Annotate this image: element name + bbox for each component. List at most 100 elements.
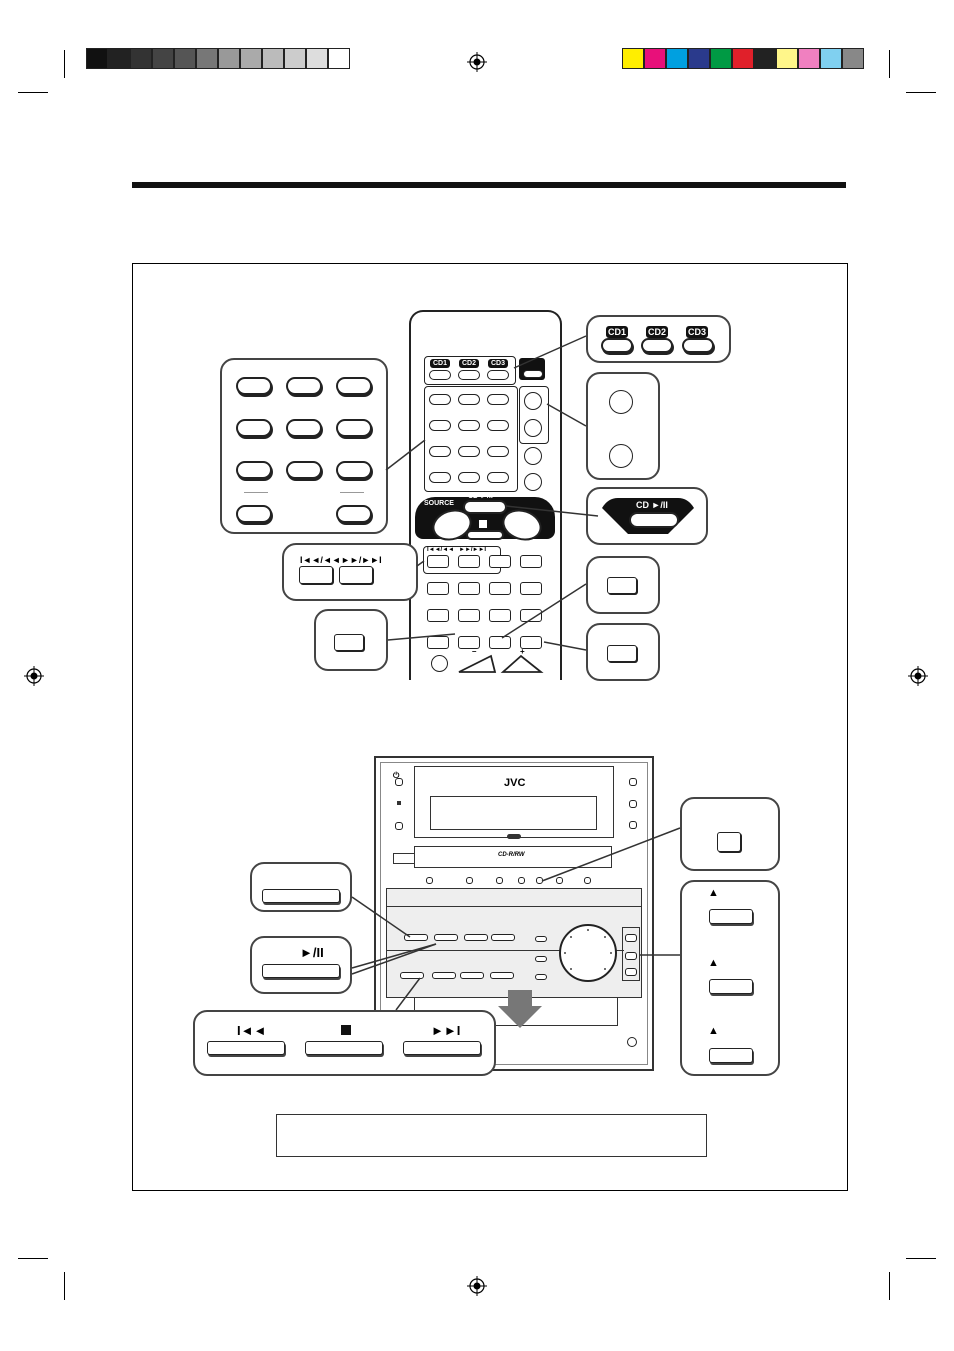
crop-mark	[906, 92, 936, 93]
remote-function-button[interactable]	[520, 555, 542, 568]
remote-function-button[interactable]	[427, 636, 449, 649]
registration-mark-icon	[467, 52, 487, 72]
remote-cd1-button[interactable]	[429, 370, 451, 380]
remote-number-button[interactable]	[487, 420, 509, 431]
round-button-top[interactable]	[609, 390, 633, 414]
remote-cd3-button[interactable]	[487, 370, 509, 380]
remote-function-button[interactable]	[458, 582, 480, 595]
remote-number-button[interactable]	[429, 446, 451, 457]
unit-key-button-1[interactable]	[262, 889, 340, 903]
callout-number-button[interactable]	[336, 377, 372, 395]
skip-fwd-button[interactable]	[339, 566, 373, 584]
unit-small-button[interactable]	[518, 877, 525, 884]
remote-function-button[interactable]	[520, 609, 542, 622]
skip-fwd-key[interactable]	[403, 1041, 481, 1055]
eject-key-2[interactable]	[709, 979, 753, 994]
remote-function-button[interactable]	[427, 582, 449, 595]
remote-function-button[interactable]	[458, 555, 480, 568]
panel-button-lower[interactable]	[400, 972, 424, 979]
remote-function-button[interactable]	[520, 582, 542, 595]
remote-standby-button[interactable]	[523, 370, 543, 378]
unit-right-button-3[interactable]	[629, 821, 637, 829]
remote-cd2-button[interactable]	[458, 370, 480, 380]
remote-function-button[interactable]	[489, 582, 511, 595]
unit-left-button[interactable]	[395, 822, 403, 830]
panel-button-lower[interactable]	[432, 972, 456, 979]
remote-function-button[interactable]	[489, 636, 511, 649]
remote-side-button-4[interactable]	[524, 473, 542, 491]
panel-button-upper[interactable]	[404, 934, 428, 941]
callout-button-right-2[interactable]	[607, 645, 637, 662]
skip-back-button[interactable]	[299, 566, 333, 584]
unit-right-button-1[interactable]	[629, 778, 637, 786]
callout-button-left[interactable]	[334, 634, 364, 651]
skip-back-key[interactable]	[207, 1041, 285, 1055]
remote-side-button-3[interactable]	[524, 447, 542, 465]
unit-eject-3[interactable]	[625, 968, 637, 976]
remote-number-button[interactable]	[458, 472, 480, 483]
volume-knob[interactable]	[557, 922, 619, 984]
panel-button-lower[interactable]	[460, 972, 484, 979]
remote-number-button[interactable]	[487, 394, 509, 405]
panel-button-upper[interactable]	[491, 934, 515, 941]
unit-small-button[interactable]	[496, 877, 503, 884]
unit-small-button[interactable]	[466, 877, 473, 884]
remote-function-button[interactable]	[427, 609, 449, 622]
remote-number-button[interactable]	[487, 446, 509, 457]
remote-side-button-1[interactable]	[524, 392, 542, 410]
panel-small-button[interactable]	[535, 956, 547, 962]
round-button-bottom[interactable]	[609, 444, 633, 468]
play-pause-button[interactable]	[262, 964, 340, 978]
unit-small-button[interactable]	[536, 877, 543, 884]
remote-number-button[interactable]	[429, 472, 451, 483]
callout-number-button[interactable]	[336, 505, 372, 523]
cd3-button[interactable]	[682, 338, 714, 353]
remote-function-button[interactable]	[489, 609, 511, 622]
remote-cd-play-button[interactable]	[463, 500, 507, 514]
eject-key-1[interactable]	[709, 909, 753, 924]
arrow-right-icon	[340, 492, 364, 493]
cd-play-button[interactable]	[629, 512, 679, 528]
remote-lower-button[interactable]	[466, 530, 504, 540]
eject-key-3[interactable]	[709, 1048, 753, 1063]
remote-round-button[interactable]	[431, 655, 448, 672]
callout-button-right-1[interactable]	[607, 577, 637, 594]
panel-small-button[interactable]	[535, 974, 547, 980]
remote-number-button[interactable]	[458, 420, 480, 431]
callout-number-button[interactable]	[286, 377, 322, 395]
callout-number-button[interactable]	[286, 461, 322, 479]
remote-number-button[interactable]	[429, 420, 451, 431]
stop-key[interactable]	[305, 1041, 383, 1055]
unit-small-button[interactable]	[556, 877, 563, 884]
callout-number-button[interactable]	[336, 419, 372, 437]
callout-number-button[interactable]	[236, 505, 272, 523]
unit-power-button[interactable]	[395, 778, 403, 786]
panel-button-upper[interactable]	[434, 934, 458, 941]
panel-button-upper[interactable]	[464, 934, 488, 941]
unit-small-button[interactable]	[584, 877, 591, 884]
remote-function-button[interactable]	[489, 555, 511, 568]
unit-eject-2[interactable]	[625, 952, 637, 960]
remote-number-button[interactable]	[458, 394, 480, 405]
remote-volume-buttons[interactable]	[455, 652, 545, 676]
cd1-button[interactable]	[601, 338, 633, 353]
unit-right-button-2[interactable]	[629, 800, 637, 808]
unit-square-button[interactable]	[717, 832, 741, 852]
unit-eject-1[interactable]	[625, 934, 637, 942]
callout-number-button[interactable]	[236, 419, 272, 437]
remote-function-button[interactable]	[427, 555, 449, 568]
remote-function-button[interactable]	[458, 609, 480, 622]
cd2-button[interactable]	[641, 338, 673, 353]
callout-number-button[interactable]	[236, 461, 272, 479]
remote-number-button[interactable]	[429, 394, 451, 405]
unit-small-button[interactable]	[426, 877, 433, 884]
callout-number-button[interactable]	[286, 419, 322, 437]
callout-number-button[interactable]	[336, 461, 372, 479]
remote-side-button-2[interactable]	[524, 419, 542, 437]
panel-small-button[interactable]	[535, 936, 547, 942]
panel-button-lower[interactable]	[490, 972, 514, 979]
remote-number-button[interactable]	[458, 446, 480, 457]
callout-number-button[interactable]	[236, 377, 272, 395]
remote-number-button[interactable]	[487, 472, 509, 483]
remote-function-button[interactable]	[458, 636, 480, 649]
